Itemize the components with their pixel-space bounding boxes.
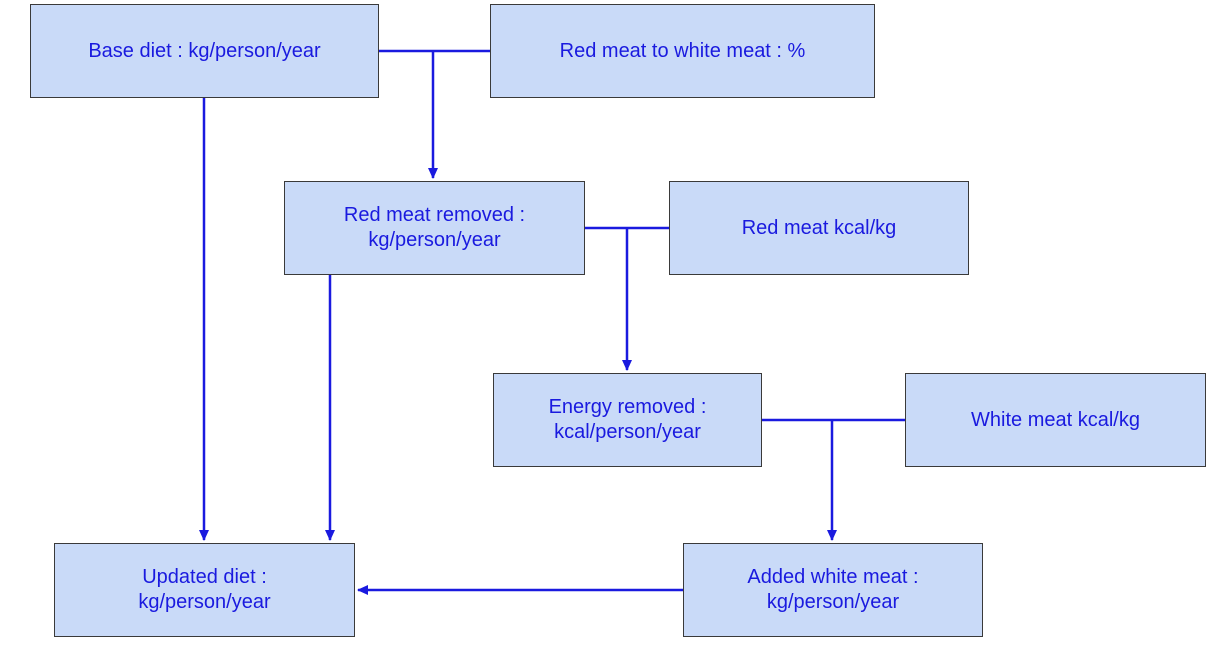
added-white-meat-node: Added white meat : kg/person/year: [683, 543, 983, 637]
base-diet-node: Base diet : kg/person/year: [30, 4, 379, 98]
energy-removed-node: Energy removed : kcal/person/year: [493, 373, 762, 467]
red-meat-kcal-node: Red meat kcal/kg: [669, 181, 969, 275]
updated-diet-node: Updated diet : kg/person/year: [54, 543, 355, 637]
red-to-white-ratio-node: Red meat to white meat : %: [490, 4, 875, 98]
red-meat-removed-node: Red meat removed : kg/person/year: [284, 181, 585, 275]
white-meat-kcal-node: White meat kcal/kg: [905, 373, 1206, 467]
